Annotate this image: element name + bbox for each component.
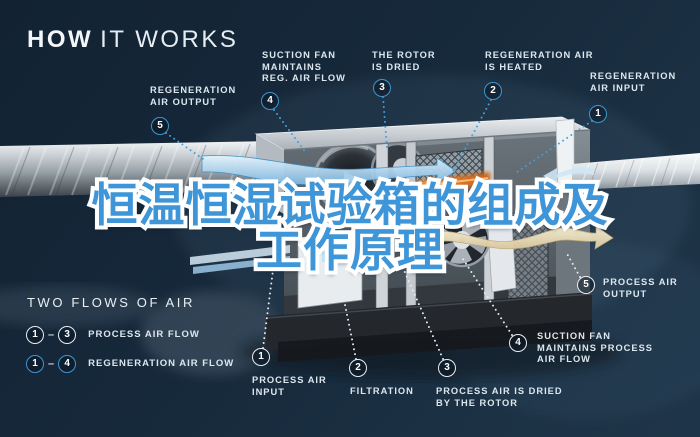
machine-base: [266, 292, 592, 350]
legend-row-regeneration: 1 – 4 REGENERATION AIR FLOW: [26, 354, 234, 373]
callout-process-4-number: 4: [509, 334, 527, 352]
callout-regen-5-label: REGENERATION AIR OUTPUT: [150, 85, 237, 107]
callout-regen-2-label: REGENERATION AIR IS HEATED: [485, 50, 594, 72]
legend-process-to: 3: [58, 325, 77, 344]
callout-process-4-label: SUCTION FAN MAINTAINS PROCESS AIR FLOW: [537, 331, 654, 364]
page-title-rest: IT WORKS: [100, 26, 239, 53]
callout-process-5-label: PROCESS AIR OUTPUT: [603, 277, 678, 299]
callout-regen-1-label: REGENERATION AIR INPUT: [590, 71, 677, 93]
callout-regen-3-number: 3: [373, 79, 391, 97]
mesh-wall: [507, 207, 549, 307]
legend-dash: –: [48, 357, 55, 370]
callout-regen-5-number: 5: [151, 117, 169, 135]
legend-row-process: 1 – 3 PROCESS AIR FLOW: [26, 325, 200, 344]
callout-regen-1-number: 1: [589, 105, 607, 123]
callout-regen-3-label: THE ROTOR IS DRIED: [372, 50, 436, 72]
callout-process-3-number: 3: [438, 359, 456, 377]
callout-process-1-number: 1: [252, 348, 270, 366]
filter-box: [297, 229, 363, 309]
callout-process-2-label: FILTRATION: [350, 386, 414, 396]
callout-process-2-number: 2: [349, 359, 367, 377]
callout-regen-4-number: 4: [261, 92, 279, 110]
callout-regen-2-number: 2: [484, 82, 502, 100]
legend-regen-to: 4: [58, 354, 77, 373]
process-air-ribbon: [190, 155, 594, 274]
callout-regen-4-label: SUCTION FAN MAINTAINS REG. AIR FLOW: [262, 50, 346, 83]
page-title-bold: HOW: [27, 26, 94, 53]
callout-process-5-number: 5: [577, 276, 595, 294]
legend-process-from: 1: [26, 325, 44, 344]
deflector-panel: [487, 223, 517, 293]
legend-regen-from: 1: [26, 354, 44, 373]
right-duct: [572, 153, 700, 190]
legend-regen-label: REGENERATION AIR FLOW: [88, 358, 235, 369]
callout-process-3-label: PROCESS AIR IS DRIED BY THE ROTOR: [436, 386, 563, 408]
leader-lines: [165, 96, 593, 360]
regeneration-air-ribbon: [427, 225, 614, 250]
left-duct: [0, 141, 272, 197]
legend-dash: –: [48, 328, 55, 341]
callout-process-1-label: PROCESS AIR INPUT: [252, 375, 327, 397]
heater: [416, 172, 490, 194]
legend-process-label: PROCESS AIR FLOW: [88, 329, 200, 340]
legend-heading: TWO FLOWS OF AIR: [27, 295, 195, 310]
